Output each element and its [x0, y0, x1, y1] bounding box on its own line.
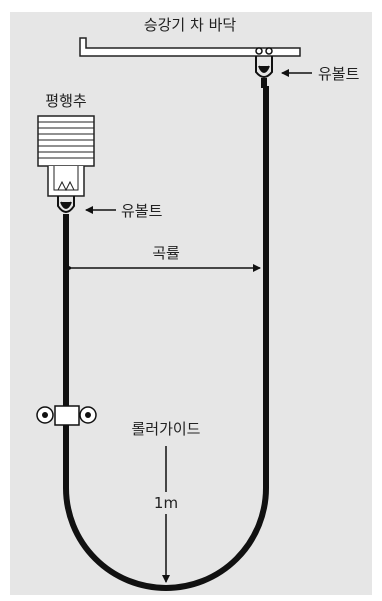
car-floor-beam	[79, 37, 301, 57]
distance-label-bg	[152, 492, 180, 514]
counterweight	[37, 115, 95, 197]
car-ubolt	[255, 47, 273, 88]
distance-label: 1m	[154, 494, 178, 512]
counterweight-label: 평행추	[45, 92, 86, 110]
car-ubolt-label: 유볼트	[318, 65, 360, 83]
counterweight-ubolt	[57, 196, 75, 226]
car-floor-label: 승강기 차 바닥	[144, 16, 237, 34]
curvature-label: 곡률	[152, 244, 180, 262]
roller-guide	[36, 405, 97, 426]
compensation-cable	[63, 86, 269, 591]
counterweight-ubolt-label: 유볼트	[121, 202, 163, 220]
diagram-background	[10, 12, 372, 595]
roller-guide-label: 롤러가이드	[131, 420, 200, 438]
